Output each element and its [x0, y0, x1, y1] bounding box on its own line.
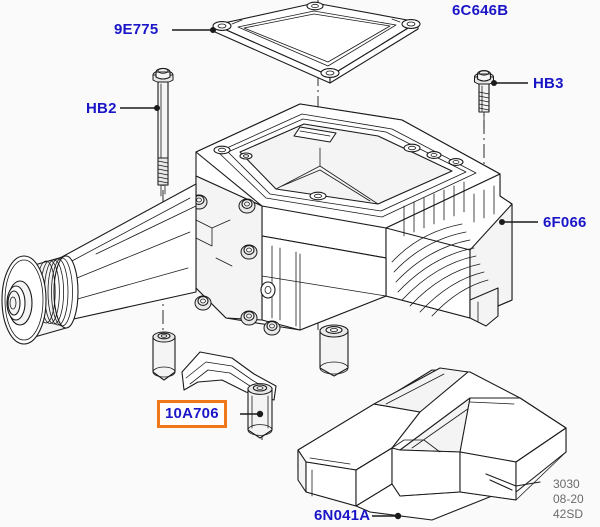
callout-HB3[interactable]: HB3: [533, 75, 564, 92]
part-bolt-HB2: [152, 67, 174, 197]
part-gasket-9E775: [212, 1, 421, 84]
bolt-threads: [157, 157, 169, 186]
imprint-line-3: 42SD: [553, 507, 584, 521]
part-bolt-HB3: [474, 70, 494, 129]
part-engine-cover-6N041A: [297, 367, 567, 521]
cooling-fins: [391, 223, 489, 317]
callout-6C646B[interactable]: 6C646B: [452, 2, 509, 19]
callout-9E775[interactable]: 9E775: [114, 21, 159, 38]
part-snout-and-pulley: [1, 183, 197, 345]
drawing-imprint: 3030 08-20 42SD: [553, 477, 584, 522]
callout-6N041A[interactable]: 6N041A: [314, 507, 371, 524]
imprint-line-1: 3030: [553, 477, 580, 491]
callout-10A706-highlighted[interactable]: 10A706: [157, 400, 227, 428]
bolt-threads: [478, 91, 490, 111]
part-mounting-bracket-10A706: [152, 324, 349, 439]
imprint-line-2: 08-20: [553, 492, 584, 506]
fin-ends: [403, 181, 495, 237]
callout-HB2[interactable]: HB2: [86, 100, 117, 117]
part-supercharger-body-6F066: [190, 103, 513, 336]
leader-lines: [120, 27, 541, 520]
callout-6F066[interactable]: 6F066: [543, 214, 587, 231]
